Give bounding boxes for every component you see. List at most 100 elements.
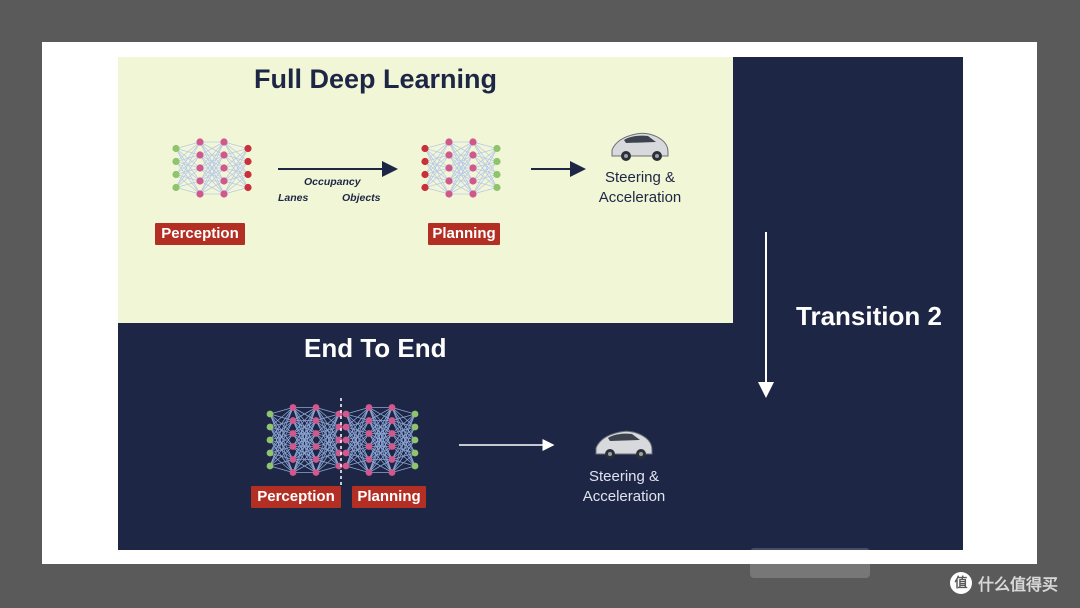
network-edge (315, 413, 340, 473)
interface-label-lanes: Lanes (278, 192, 309, 204)
network-edge (223, 148, 249, 169)
network-edge (368, 420, 393, 473)
network-edge (315, 465, 340, 473)
watermark-blur (750, 548, 870, 578)
network-edge (424, 141, 450, 188)
network-edge (391, 465, 416, 473)
network-edge (424, 141, 450, 149)
network-edge (292, 433, 317, 473)
network-node (469, 164, 477, 172)
network-node (266, 462, 274, 470)
network-node (172, 144, 180, 153)
network-edge (199, 167, 225, 195)
network-edge (199, 141, 225, 182)
network-edge (391, 413, 416, 460)
e2e-output-label: Steering & Acceleration (572, 467, 676, 507)
watermark-logo-icon: 值 (950, 572, 972, 594)
network-node (289, 430, 297, 437)
network-node (244, 183, 252, 192)
network-node (493, 144, 501, 153)
network-edge (391, 413, 416, 434)
network-edge (223, 148, 249, 156)
network-edge (292, 446, 317, 473)
network-edge (292, 407, 317, 434)
network-node (493, 183, 501, 192)
network-edge (391, 413, 416, 473)
network-edge (223, 141, 249, 149)
network-edge (345, 446, 370, 467)
network-node (411, 462, 419, 470)
network-node (172, 157, 180, 166)
network-edge (269, 446, 294, 467)
network-edge (315, 413, 340, 447)
network-edge (345, 407, 370, 467)
network-node (312, 430, 320, 437)
network-edge (345, 433, 370, 467)
network-edge (424, 187, 450, 195)
network-node (469, 151, 477, 159)
network-edge (424, 154, 450, 188)
transition-title: Transition 2 (796, 301, 942, 331)
network-edge (448, 180, 474, 195)
network-edge (391, 426, 416, 473)
network-edge (368, 446, 393, 473)
e2e-planning-label: Planning (352, 486, 426, 508)
network-edge (199, 180, 225, 195)
network-node (421, 144, 429, 153)
network-edge (292, 407, 317, 473)
full-deep-learning-title: Full Deep Learning (254, 64, 498, 94)
network-node (266, 436, 274, 444)
network-edge (368, 459, 393, 473)
network-node (493, 157, 501, 166)
e2e-perception-network-icon (266, 404, 343, 476)
network-node (445, 164, 453, 172)
network-node (411, 449, 419, 457)
network-node (388, 443, 396, 450)
network-node (388, 417, 396, 424)
interface-label-occupancy: Occupancy (304, 176, 361, 188)
network-node (493, 170, 501, 179)
end-to-end-title: End To End (304, 333, 447, 363)
network-node (196, 164, 204, 172)
network-edge (448, 141, 474, 195)
network-node (411, 410, 419, 418)
network-edge (368, 407, 393, 421)
network-node (421, 170, 429, 179)
network-node (342, 436, 350, 444)
network-node (411, 423, 419, 431)
e2e-output-line-2: Acceleration (582, 488, 666, 505)
network-node (196, 190, 204, 198)
output-line-2: Acceleration (598, 189, 682, 206)
network-edge (223, 187, 249, 195)
network-edge (292, 459, 317, 473)
network-edge (269, 465, 294, 473)
network-edge (345, 459, 370, 467)
network-node (289, 443, 297, 450)
network-edge (368, 407, 393, 460)
network-node (365, 417, 373, 424)
network-edge (199, 141, 225, 156)
network-edge (391, 413, 416, 447)
network-edge (448, 141, 474, 156)
network-edge (448, 141, 474, 169)
network-edge (472, 148, 498, 156)
network-edge (472, 174, 498, 195)
network-edge (292, 407, 317, 460)
network-node (312, 443, 320, 450)
network-edge (199, 141, 225, 195)
network-node (244, 144, 252, 153)
network-node (172, 183, 180, 192)
network-node (421, 157, 429, 166)
network-node (469, 177, 477, 185)
network-edge (391, 407, 416, 415)
network-edge (345, 407, 370, 454)
network-edge (175, 187, 201, 195)
network-edge (472, 141, 498, 149)
network-node (266, 423, 274, 431)
network-edge (175, 180, 201, 188)
network-node (220, 151, 228, 159)
network-node (365, 469, 373, 476)
network-edge (391, 413, 416, 421)
network-node (469, 190, 477, 198)
e2e-output-line-1: Steering & (588, 468, 660, 485)
